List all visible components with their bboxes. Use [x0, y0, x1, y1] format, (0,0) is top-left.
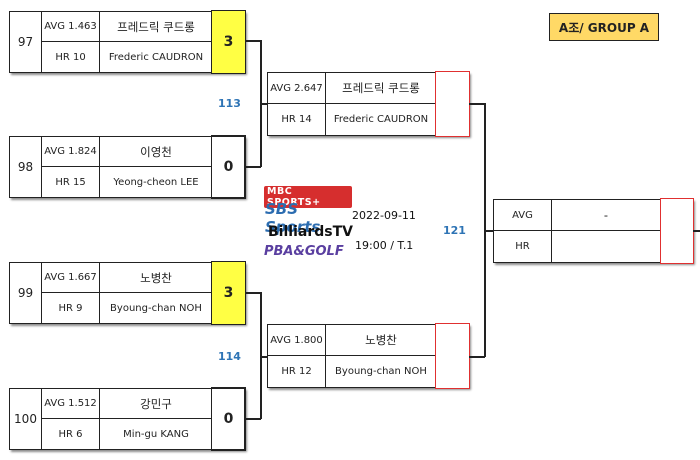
group-label-text: A조/ GROUP A [558, 20, 650, 35]
player-hr: HR 14 [268, 104, 326, 135]
score-box: 3 [211, 261, 246, 325]
group-label: A조/ GROUP A [549, 13, 659, 41]
score-box [435, 323, 470, 389]
player-hr: HR 12 [268, 356, 326, 387]
event-date: 2022-09-11 [352, 209, 416, 222]
bracket-line [260, 356, 268, 358]
round2-card-top[interactable]: AVG 2.647 HR 14 프레드릭 쿠드롱 Frederic CAUDRO… [267, 71, 470, 137]
score-box [660, 198, 694, 264]
match-number-113: 113 [218, 97, 241, 110]
player-name-en: Frederic CAUDRON [333, 114, 429, 125]
bracket-line [245, 418, 261, 420]
player-card-100[interactable]: 100 AVG 1.512 HR 6 강민구 Min-gu KANG 0 [9, 387, 246, 451]
player-card-99[interactable]: 99 AVG 1.667 HR 9 노병찬 Byoung-chan NOH 3 [9, 261, 246, 325]
player-name: - [552, 200, 660, 231]
sbs-sports-logo: SBS Sports [265, 200, 321, 236]
event-time: 19:00 / T.1 [355, 239, 414, 252]
score-box: 3 [211, 10, 246, 74]
player-card-97[interactable]: 97 AVG 1.463 HR 10 프레드릭 쿠드롱 Frederic CAU… [9, 10, 246, 74]
player-hr: HR 15 [42, 167, 100, 197]
player-name-en: Yeong-cheon LEE [113, 176, 199, 188]
player-avg: AVG 2.647 [268, 73, 326, 104]
bracket-line [245, 166, 261, 168]
billiards-tv-logo: BilliardsTV [268, 224, 353, 240]
bracket-line [245, 292, 261, 294]
score-box: 0 [211, 135, 246, 199]
pba-golf-logo: PBA&GOLF [264, 244, 344, 259]
player-hr: HR 10 [42, 42, 100, 72]
seed-number: 99 [10, 263, 42, 323]
player-name-kr: 강민구 [100, 389, 212, 419]
player-name-kr: 프레드릭 쿠드롱 [100, 12, 212, 42]
player-avg: AVG [494, 200, 552, 231]
seed-number: 100 [10, 389, 42, 449]
player-hr: HR 9 [42, 293, 100, 323]
bracket-line [693, 230, 700, 232]
bracket-line [484, 230, 494, 232]
player-name-en: Byoung-chan NOH [335, 366, 427, 377]
player-hr: HR [494, 231, 552, 262]
player-avg: AVG 1.800 [268, 325, 326, 356]
player-hr: HR 6 [42, 419, 100, 449]
score-box [435, 71, 470, 137]
player-avg: AVG 1.463 [42, 12, 100, 42]
player-name-kr: 프레드릭 쿠드롱 [326, 73, 436, 104]
player-avg: AVG 1.667 [42, 263, 100, 293]
mbc-sports-logo-text: MBC SPORTS+ [264, 186, 352, 208]
broadcaster-logos: MBC SPORTS+ SBS Sports BilliardsTV PBA&G… [262, 186, 353, 264]
player-avg: AVG 1.824 [42, 137, 100, 167]
bracket-line [469, 103, 485, 105]
player-avg: AVG 1.512 [42, 389, 100, 419]
player-name-kr: 노병찬 [326, 325, 436, 356]
player-card-98[interactable]: 98 AVG 1.824 HR 15 이영천 Yeong-cheon LEE 0 [9, 135, 246, 199]
mbc-sports-logo: MBC SPORTS+ [264, 186, 352, 208]
player-name-en: Byoung-chan NOH [110, 302, 202, 314]
bracket-line [260, 103, 268, 105]
player-name-en: Min-gu KANG [123, 428, 189, 440]
player-name-blank [552, 231, 660, 262]
seed-number: 97 [10, 12, 42, 72]
round3-card[interactable]: AVG HR - [493, 198, 694, 264]
player-name-kr: 이영천 [100, 137, 212, 167]
bracket-line [245, 40, 261, 42]
player-name-kr: 노병찬 [100, 263, 212, 293]
score-box: 0 [211, 387, 246, 451]
seed-number: 98 [10, 137, 42, 197]
player-name-en: Frederic CAUDRON [108, 51, 204, 63]
round2-card-bottom[interactable]: AVG 1.800 HR 12 노병찬 Byoung-chan NOH [267, 323, 470, 389]
bracket-line [469, 356, 485, 358]
bracket-line [260, 292, 262, 419]
match-number-121: 121 [443, 224, 466, 237]
match-number-114: 114 [218, 350, 241, 363]
